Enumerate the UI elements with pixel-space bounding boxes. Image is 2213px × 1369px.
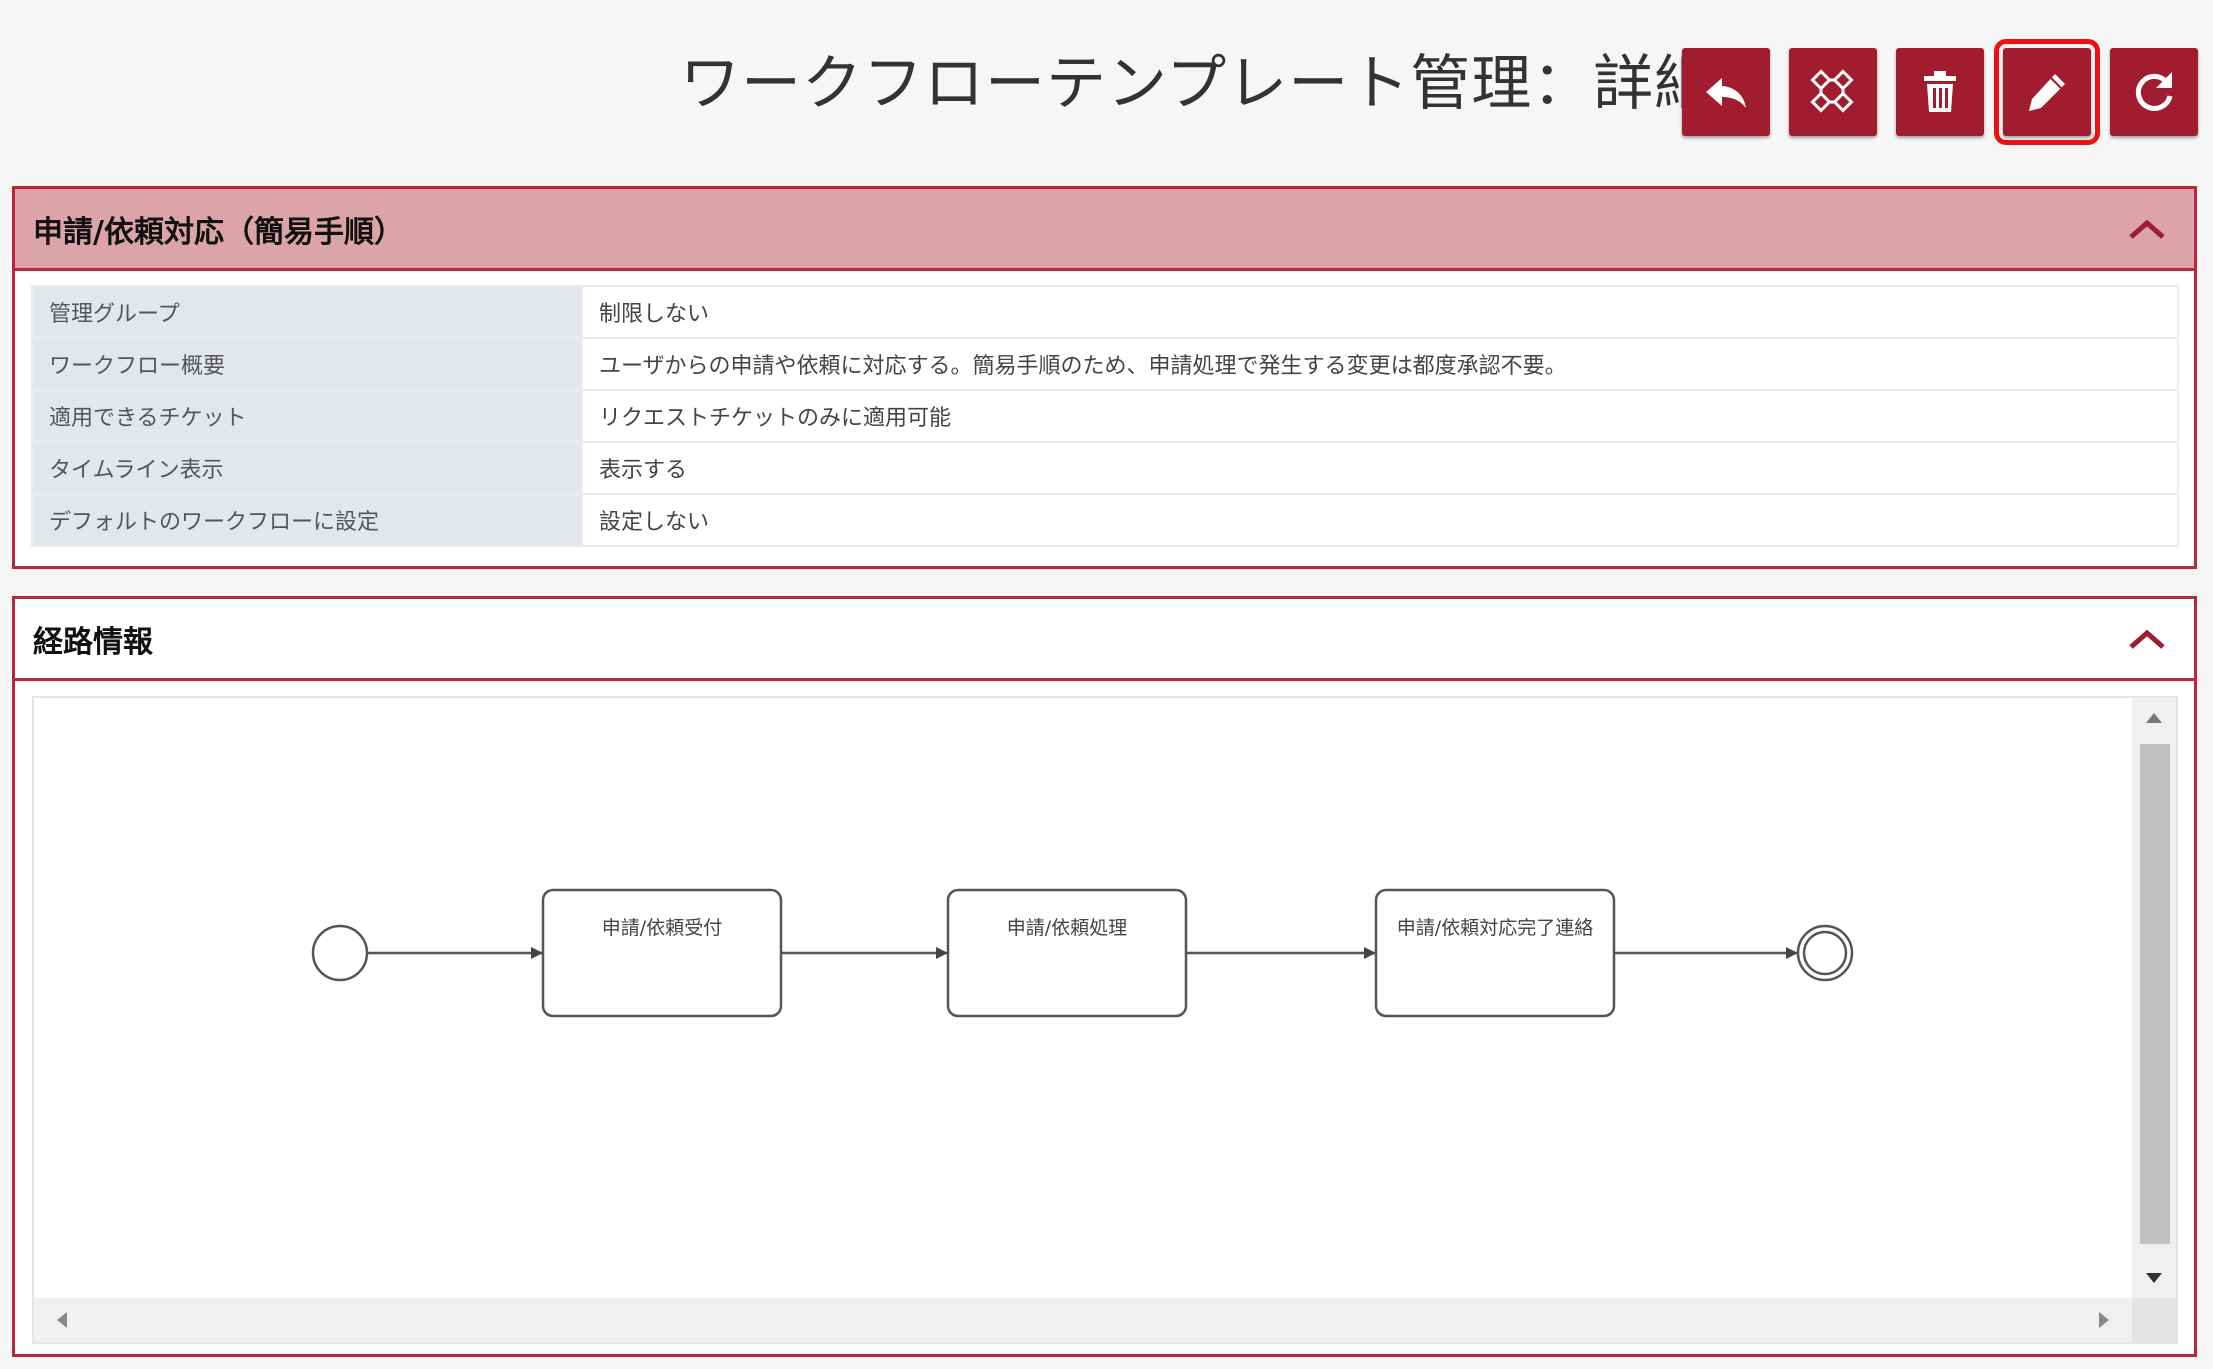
page-title: ワークフローテンプレート管理：詳細 <box>680 49 1716 119</box>
delete-button[interactable] <box>1896 48 1984 136</box>
table-row: デフォルトのワークフローに設定 設定しない <box>31 493 2179 547</box>
edit-button[interactable] <box>1994 39 2100 145</box>
row-value: 制限しない <box>581 285 2179 339</box>
row-label: デフォルトのワークフローに設定 <box>31 493 583 547</box>
start-event[interactable] <box>311 924 369 982</box>
trash-icon <box>1924 71 1956 112</box>
scroll-corner <box>2132 1298 2176 1342</box>
route-info-panel-header: 経路情報 <box>15 599 2194 681</box>
workflow-diagram-canvas: 申請/依頼受付 申請/依頼処理 申請/依頼対応完了連絡 <box>311 888 1854 1018</box>
table-row: 管理グループ 制限しない <box>31 285 2179 339</box>
row-label: 管理グループ <box>31 285 583 339</box>
table-row: タイムライン表示 表示する <box>31 441 2179 495</box>
refresh-icon <box>2135 72 2173 111</box>
workflow-name: 申請/依頼対応（簡易手順） <box>33 214 404 250</box>
scroll-left-icon[interactable] <box>42 1298 82 1342</box>
row-label: 適用できるチケット <box>31 389 583 443</box>
workflow-detail-panel: 申請/依頼対応（簡易手順） 管理グループ 制限しない ワークフロー概要 ユーザか… <box>12 186 2197 569</box>
task-node[interactable]: 申請/依頼処理 <box>946 888 1188 1018</box>
chevron-up-icon <box>2129 629 2165 649</box>
reply-arrow-icon <box>1706 78 1746 108</box>
end-event[interactable] <box>1796 924 1854 982</box>
workflow-detail-panel-header: 申請/依頼対応（簡易手順） <box>15 189 2194 271</box>
task-node[interactable]: 申請/依頼受付 <box>541 888 783 1018</box>
row-label: ワークフロー概要 <box>31 337 583 391</box>
route-info-title: 経路情報 <box>33 624 153 660</box>
scroll-right-icon[interactable] <box>2084 1298 2124 1342</box>
row-value: ユーザからの申請や依頼に対応する。簡易手順のため、申請処理で発生する変更は都度承… <box>581 337 2179 391</box>
network-icon <box>1810 69 1854 113</box>
table-row: 適用できるチケット リクエストチケットのみに適用可能 <box>31 389 2179 443</box>
chevron-up-icon <box>2129 219 2165 239</box>
table-row: ワークフロー概要 ユーザからの申請や依頼に対応する。簡易手順のため、申請処理で発… <box>31 337 2179 391</box>
workflow-diagram[interactable]: 申請/依頼受付 申請/依頼処理 申請/依頼対応完了連絡 <box>32 696 2178 1344</box>
refresh-button[interactable] <box>2110 48 2198 136</box>
row-value: 設定しない <box>581 493 2179 547</box>
scroll-up-icon[interactable] <box>2132 698 2176 738</box>
task-node[interactable]: 申請/依頼対応完了連絡 <box>1374 888 1616 1018</box>
scroll-down-icon[interactable] <box>2132 1258 2176 1298</box>
row-value: リクエストチケットのみに適用可能 <box>581 389 2179 443</box>
task-label: 申請/依頼処理 <box>1007 917 1127 939</box>
vertical-scrollbar[interactable] <box>2132 698 2176 1298</box>
task-label: 申請/依頼対応完了連絡 <box>1397 917 1593 939</box>
route-info-panel: 経路情報 申請/依頼受付 <box>12 596 2197 1357</box>
workflow-design-button[interactable] <box>1789 48 1877 136</box>
detail-table: 管理グループ 制限しない ワークフロー概要 ユーザからの申請や依頼に対応する。簡… <box>31 285 2179 547</box>
collapse-detail-button[interactable] <box>2124 206 2170 252</box>
row-label: タイムライン表示 <box>31 441 583 495</box>
task-label: 申請/依頼受付 <box>602 917 722 939</box>
vertical-scroll-thumb[interactable] <box>2140 744 2170 1244</box>
collapse-route-button[interactable] <box>2124 616 2170 662</box>
back-button[interactable] <box>1682 48 1770 136</box>
horizontal-scrollbar[interactable] <box>34 1298 2134 1342</box>
pencil-icon <box>2029 74 2065 111</box>
row-value: 表示する <box>581 441 2179 495</box>
